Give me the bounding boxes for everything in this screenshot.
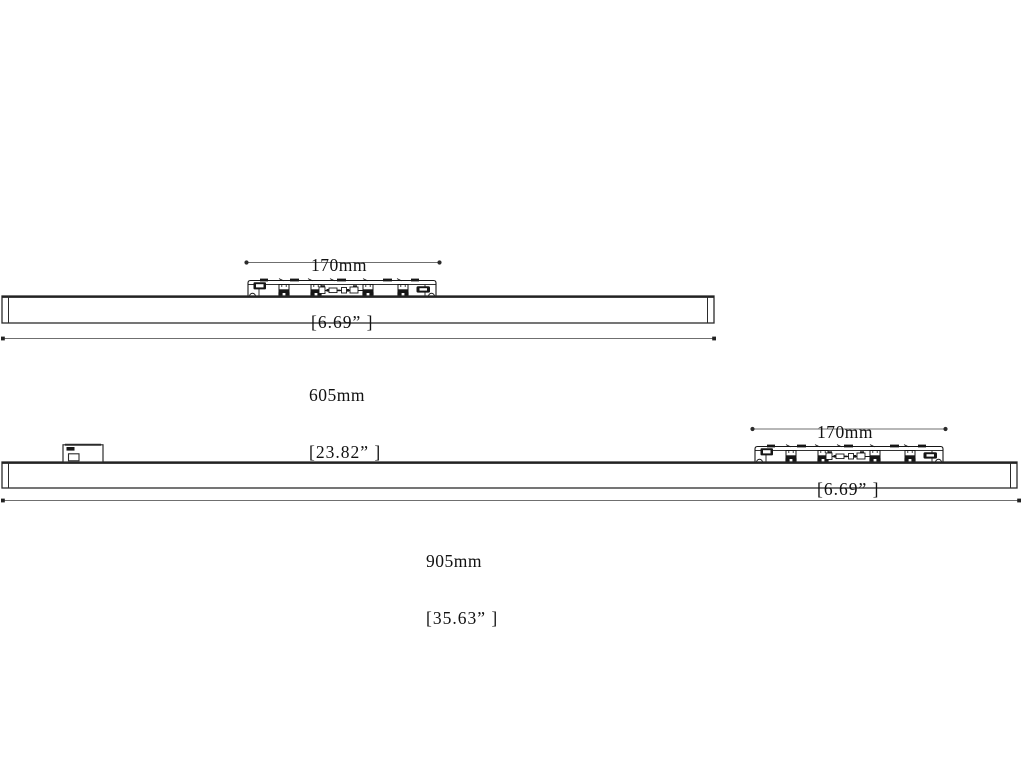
dim-label-adapter-605: 170mm [6.69” ]: [311, 218, 373, 370]
dimension-line-adapter-605: [244, 260, 442, 265]
fixture-905-body: [1, 461, 1018, 489]
fixture-605-body: [1, 295, 715, 324]
dimension-line-overall-905: [1, 498, 1021, 503]
dim-value-imperial: [6.69” ]: [817, 479, 880, 499]
dim-value-imperial: [6.69” ]: [311, 312, 374, 332]
dim-value-metric: 170mm: [311, 255, 367, 275]
dim-value-metric: 170mm: [817, 422, 873, 442]
dim-label-overall-905: 905mm [35.63” ]: [426, 514, 498, 666]
end-feed-box-icon: [62, 443, 104, 463]
fixture-605-drawing: [1, 260, 716, 341]
dim-value-imperial: [35.63” ]: [426, 608, 499, 628]
dim-label-adapter-905: 170mm [6.69” ]: [817, 385, 879, 537]
dimension-line-overall-605: [1, 336, 716, 341]
dim-value-metric: 905mm: [426, 551, 482, 571]
dim-value-metric: 605mm: [309, 385, 365, 405]
fixture-905-drawing: [1, 426, 1021, 503]
dim-value-imperial: [23.82” ]: [309, 442, 382, 462]
dimension-line-adapter-905: [750, 426, 948, 432]
dim-label-overall-605: 605mm [23.82” ]: [309, 348, 381, 500]
